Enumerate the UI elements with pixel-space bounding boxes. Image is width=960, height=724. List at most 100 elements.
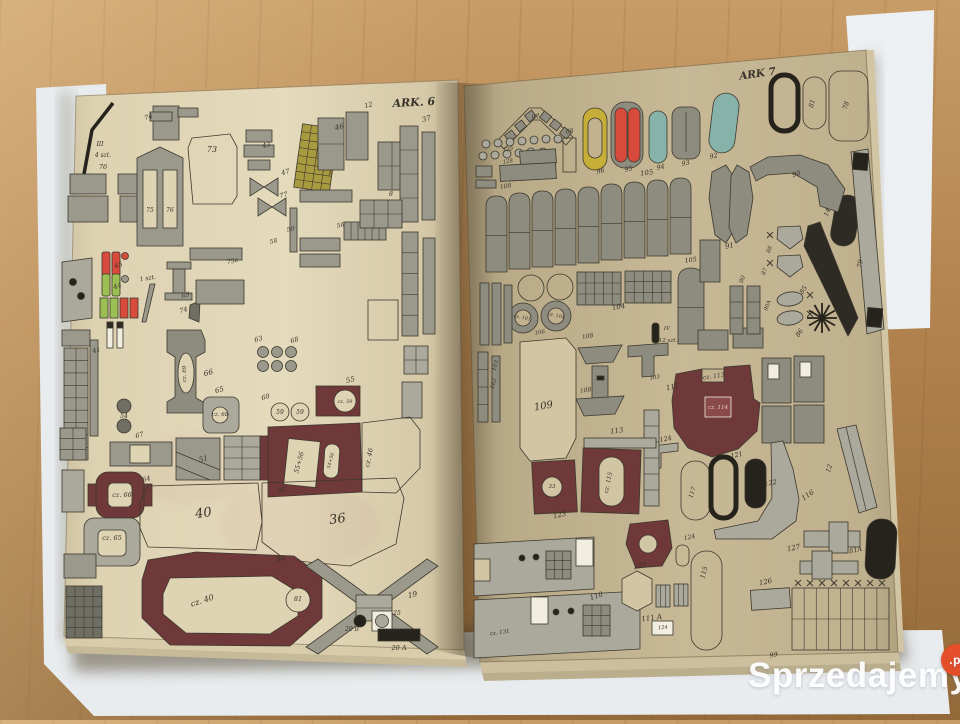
- model-part: [177, 107, 199, 118]
- model-part: [116, 418, 132, 434]
- model-part: [116, 321, 124, 329]
- part-label: 20 B: [344, 626, 360, 633]
- model-part: [675, 544, 690, 567]
- spine-shadow: [432, 82, 496, 662]
- model-part: [828, 521, 849, 554]
- part-label: 37: [421, 114, 432, 124]
- model-part: [576, 271, 622, 306]
- part-label: 69: [180, 290, 190, 300]
- model-part: [261, 477, 405, 567]
- model-part: [477, 351, 489, 423]
- model-part: [791, 587, 890, 651]
- part-label: 79: [855, 259, 864, 269]
- model-part: [502, 149, 512, 159]
- part-label: 76: [166, 207, 174, 214]
- model-part: [61, 329, 91, 347]
- model-part: [399, 125, 419, 223]
- model-part: [422, 237, 436, 335]
- model-part: [299, 253, 341, 268]
- model-part: [558, 126, 573, 140]
- model-part: [121, 275, 129, 283]
- model-part: [529, 135, 539, 145]
- model-part: [643, 409, 660, 507]
- model-part: [69, 278, 77, 286]
- part-label: 113: [610, 426, 625, 436]
- part-label: 105: [684, 255, 697, 265]
- part-label: cz. 104: [547, 311, 565, 320]
- model-part: [806, 291, 814, 299]
- model-part: [129, 444, 151, 464]
- model-part: [793, 404, 825, 444]
- model-part: [141, 283, 156, 323]
- model-part: [172, 268, 186, 294]
- part-label: 19: [407, 589, 418, 600]
- model-part: [802, 76, 827, 130]
- model-part: [89, 339, 99, 437]
- model-part: [289, 207, 298, 253]
- part-label: ARK. 6: [391, 95, 436, 110]
- part-label: 4 szt.: [94, 152, 111, 159]
- model-part: [345, 111, 369, 161]
- part-label: 67: [134, 430, 145, 440]
- part-label: 55: [345, 375, 356, 385]
- model-part: [263, 177, 279, 197]
- part-label: 75c: [226, 256, 240, 267]
- model-part: [109, 297, 119, 319]
- model-part: [285, 346, 297, 358]
- model-part: [614, 107, 628, 163]
- model-part: [651, 620, 674, 636]
- part-label: 105: [640, 168, 655, 178]
- part-label: 43: [260, 140, 271, 150]
- model-part: [322, 443, 341, 479]
- model-part: [621, 570, 653, 612]
- part-label: 103: [649, 374, 661, 382]
- model-part: [624, 270, 672, 304]
- model-part: [811, 550, 833, 580]
- model-part: [776, 310, 804, 326]
- model-part: [101, 273, 111, 297]
- part-label: 14: [822, 207, 832, 218]
- model-part: [508, 192, 531, 270]
- model-part: [162, 169, 178, 229]
- part-label: 8: [389, 190, 393, 198]
- model-part: [249, 177, 265, 197]
- model-part: [67, 195, 109, 223]
- model-part: [271, 360, 283, 372]
- model-part: [299, 237, 341, 252]
- model-part: [767, 363, 780, 380]
- model-part: [708, 92, 740, 154]
- model-part: [768, 72, 801, 134]
- model-part: [162, 575, 299, 635]
- model-part: [701, 368, 725, 383]
- model-part: [175, 451, 221, 471]
- part-label: 30: [276, 485, 286, 495]
- model-part: [479, 282, 490, 346]
- model-part: [545, 550, 572, 580]
- model-part: [505, 137, 515, 147]
- model-part: [164, 292, 193, 301]
- part-label: 66: [203, 367, 215, 378]
- model-part: [623, 181, 646, 259]
- part-label: cz. 59: [338, 399, 354, 405]
- part-label: cz. 114: [708, 405, 728, 411]
- model-part: [121, 252, 129, 260]
- model-part: [807, 303, 837, 333]
- model-part: [361, 416, 421, 494]
- part-label: 64: [141, 474, 151, 484]
- part-label: 81: [807, 98, 817, 108]
- model-part: [517, 274, 545, 302]
- part-label: 25: [392, 610, 401, 617]
- model-part: [828, 70, 869, 142]
- part-label: 46: [333, 122, 345, 132]
- part-label: cz. 101: [513, 313, 531, 322]
- model-part: [496, 107, 574, 150]
- part-label: 90A: [763, 299, 772, 311]
- part-label: 81: [294, 595, 302, 603]
- model-part: [485, 195, 508, 273]
- part-label: 127: [786, 543, 801, 554]
- part-label: 99: [769, 650, 779, 659]
- model-part: [587, 117, 603, 159]
- part-label: 117: [687, 486, 697, 499]
- part-label: 60: [260, 392, 270, 402]
